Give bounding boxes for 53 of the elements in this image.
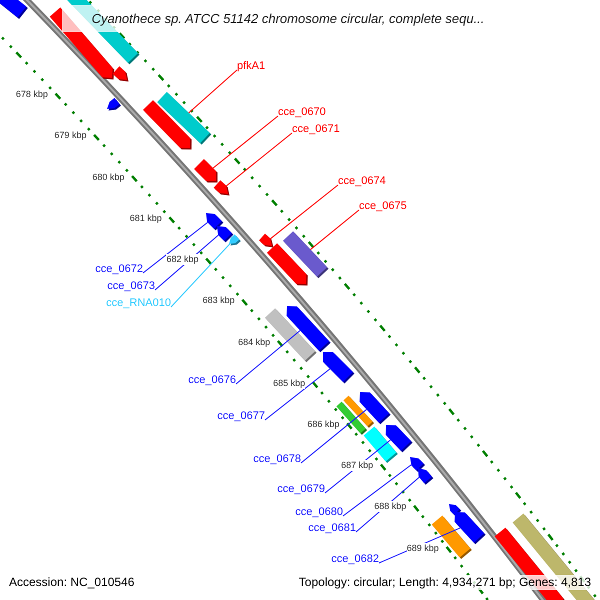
- gene-label: cce_0681: [308, 521, 356, 535]
- leader-line: [142, 222, 208, 274]
- gene-label: cce_0670: [278, 105, 326, 119]
- summary-text: Topology: circular; Length: 4,934,271 bp; Genes: 4,813: [298, 575, 591, 590]
- gene-bar: [364, 426, 398, 464]
- gene-block: [266, 243, 308, 286]
- gene-block: [194, 159, 218, 182]
- leader-line: [264, 368, 330, 420]
- gene-label: cce_0678: [253, 452, 301, 466]
- gene-block: [143, 100, 192, 150]
- tick-label: 683 kbp: [202, 295, 235, 306]
- leader-line: [342, 464, 412, 516]
- tick-label: 678 kbp: [16, 89, 48, 100]
- gene-block: [323, 352, 354, 384]
- gene-label: cce_0671: [292, 122, 340, 136]
- leader-line: [310, 210, 360, 250]
- tick-label: 680 kbp: [92, 172, 124, 183]
- gene-block: [214, 180, 230, 196]
- gene-label: cce_0674: [338, 174, 386, 188]
- leader-line: [236, 330, 301, 384]
- gene-label: cce_0675: [359, 199, 407, 213]
- gene-label: cce_0679: [277, 482, 325, 496]
- gene-label: cce_0677: [217, 409, 265, 423]
- gene-label: cce_RNA010: [106, 296, 171, 310]
- gene-label: cce_0672: [95, 262, 143, 276]
- leader-line: [300, 408, 368, 464]
- leader-line: [212, 116, 278, 169]
- gene-block: [0, 0, 28, 19]
- accession-text: Accession: NC_010546: [9, 575, 134, 590]
- gene-block: [259, 234, 274, 248]
- gene-label: cce_0676: [188, 373, 236, 387]
- tick-label: 686 kbp: [307, 419, 340, 430]
- gene-block: [418, 468, 434, 485]
- leader-line: [170, 243, 230, 308]
- leader-line: [226, 132, 292, 186]
- tick-label: 681 kbp: [130, 212, 162, 224]
- tick-label: 688 kbp: [374, 501, 406, 512]
- gene-label: cce_0682: [331, 552, 379, 566]
- tick-label: 682 kbp: [166, 254, 198, 266]
- gene-block: [229, 234, 241, 246]
- leader-line: [188, 70, 238, 114]
- gene-block: [107, 98, 121, 110]
- tick-label: 687 kbp: [341, 460, 374, 472]
- tick-label: 689 kbp: [406, 542, 439, 554]
- tick-label: 684 kbp: [238, 336, 270, 348]
- gene-block: [217, 226, 234, 242]
- gene-label: cce_0680: [295, 505, 343, 519]
- leader-line: [270, 184, 338, 240]
- tick-label: 679 kbp: [54, 130, 86, 142]
- tick-label: 685 kbp: [273, 378, 306, 389]
- gene-label: pfkA1: [237, 59, 266, 73]
- gene-label: cce_0673: [107, 279, 155, 293]
- gene-block: [112, 66, 128, 82]
